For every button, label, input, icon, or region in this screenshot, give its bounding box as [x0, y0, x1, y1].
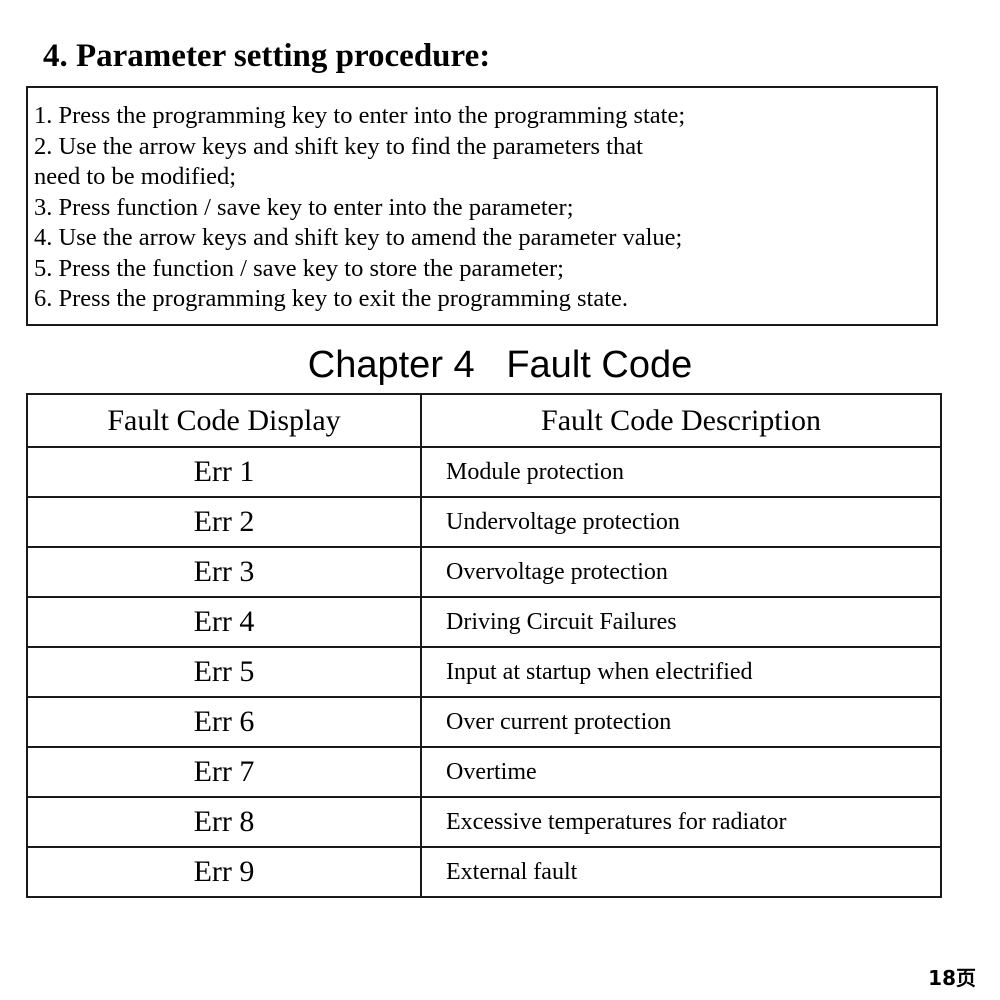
- step-line: 5. Press the function / save key to stor…: [34, 254, 564, 282]
- table-row: Err 6 Over current protection: [26, 696, 942, 748]
- fault-code-cell: Err 5: [26, 646, 422, 698]
- table-row: Err 8 Excessive temperatures for radiato…: [26, 796, 942, 848]
- table-row: Err 5 Input at startup when electrified: [26, 646, 942, 698]
- step-line: 6. Press the programming key to exit the…: [34, 285, 629, 312]
- table-row: Err 9 External fault: [26, 846, 942, 898]
- column-header-code: Fault Code Display: [26, 393, 422, 448]
- fault-code-cell: Err 2: [26, 496, 422, 548]
- procedure-steps-box: 1. Press the programming key to enter in…: [26, 86, 938, 326]
- fault-code-cell: Err 4: [26, 596, 422, 648]
- fault-code-cell: Err 3: [26, 546, 422, 598]
- step-line: 1. Press the programming key to enter in…: [34, 102, 686, 129]
- fault-code-cell: Err 6: [26, 696, 422, 748]
- table-row: Err 4 Driving Circuit Failures: [26, 596, 942, 648]
- section-title: 4. Parameter setting procedure:: [43, 38, 491, 74]
- fault-description-cell: Overtime: [420, 746, 942, 798]
- fault-description-cell: Undervoltage protection: [420, 496, 942, 548]
- fault-description-cell: Driving Circuit Failures: [420, 596, 942, 648]
- table-row: Err 3 Overvoltage protection: [26, 546, 942, 598]
- page-number: 18页: [928, 966, 976, 990]
- fault-description-cell: External fault: [420, 846, 942, 898]
- chapter-title: Chapter 4 Fault Code: [307, 344, 693, 386]
- fault-description-cell: Input at startup when electrified: [420, 646, 942, 698]
- step-line: 4. Use the arrow keys and shift key to a…: [34, 224, 683, 251]
- step-line: need to be modified;: [34, 163, 237, 190]
- fault-code-cell: Err 9: [26, 846, 422, 898]
- step-line: 2. Use the arrow keys and shift key to f…: [34, 132, 643, 160]
- fault-code-cell: Err 8: [26, 796, 422, 848]
- fault-description-cell: Module protection: [420, 446, 942, 498]
- table-row: Err 1 Module protection: [26, 446, 942, 498]
- step-line: 3. Press function / save key to enter in…: [34, 193, 574, 221]
- table-row: Err 2 Undervoltage protection: [26, 496, 942, 548]
- table-header-row: Fault Code Display Fault Code Descriptio…: [26, 393, 942, 448]
- fault-code-cell: Err 7: [26, 746, 422, 798]
- fault-description-cell: Excessive temperatures for radiator: [420, 796, 942, 848]
- column-header-description: Fault Code Description: [420, 393, 942, 448]
- fault-description-cell: Over current protection: [420, 696, 942, 748]
- fault-code-table: Fault Code Display Fault Code Descriptio…: [26, 393, 942, 898]
- fault-description-cell: Overvoltage protection: [420, 546, 942, 598]
- table-row: Err 7 Overtime: [26, 746, 942, 798]
- fault-code-cell: Err 1: [26, 446, 422, 498]
